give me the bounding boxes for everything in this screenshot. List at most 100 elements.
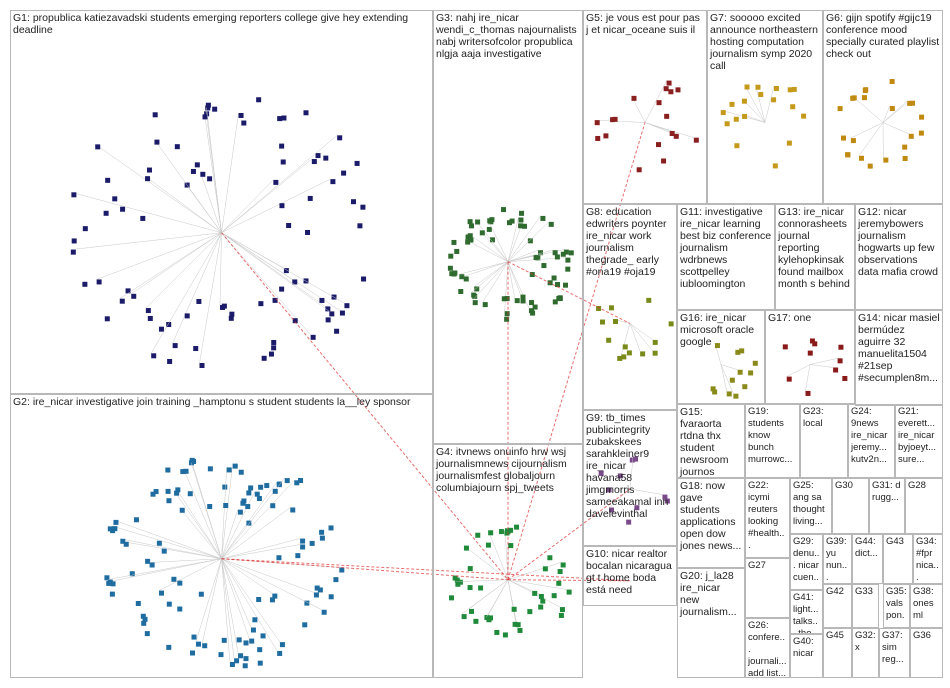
node <box>791 86 797 92</box>
node <box>202 114 208 120</box>
node <box>532 304 538 310</box>
node <box>485 542 491 548</box>
node <box>773 85 779 91</box>
node <box>172 343 178 349</box>
node <box>479 230 485 236</box>
edge <box>144 175 222 233</box>
node <box>190 168 196 174</box>
node <box>131 293 137 299</box>
node <box>742 384 748 390</box>
edge <box>471 261 509 293</box>
node <box>145 176 151 182</box>
node <box>177 606 183 612</box>
node <box>271 339 277 345</box>
group-g39: G39: yu nun... <box>823 534 852 584</box>
group-g7: G7: sooooo excited announce northeastern… <box>707 10 823 204</box>
edge <box>221 558 322 610</box>
edge <box>629 323 653 341</box>
node <box>360 204 366 210</box>
node <box>755 84 761 90</box>
node <box>482 302 488 308</box>
group-g5: G5: je vous est pour pas j et nicar_ocea… <box>583 10 707 204</box>
node <box>281 115 287 121</box>
edge <box>474 261 509 287</box>
edge <box>482 261 509 303</box>
node <box>563 282 569 288</box>
edge <box>467 233 509 262</box>
node <box>161 548 167 554</box>
group-label: G25: ang sa thought living... <box>793 480 825 527</box>
node <box>489 237 495 243</box>
node <box>260 633 266 639</box>
node <box>314 585 320 591</box>
edge <box>455 579 509 583</box>
node <box>269 597 275 603</box>
edge <box>221 558 273 594</box>
node <box>243 640 249 646</box>
node <box>861 95 867 101</box>
group-g11: G11: investigative ire_nicar learning be… <box>677 204 775 310</box>
node <box>742 113 748 119</box>
group-g10: G10: nicar realtor bocalan nicaragua gt … <box>583 546 677 606</box>
group-label: G45 <box>826 630 844 641</box>
node <box>621 354 627 360</box>
edge <box>158 558 222 591</box>
edge <box>507 223 523 262</box>
group-label: G16: ire_nicar microsoft oracle google <box>680 312 755 348</box>
node <box>907 100 913 106</box>
edge <box>221 507 291 559</box>
group-g28: G28 <box>905 478 943 534</box>
edge <box>463 545 509 580</box>
node <box>452 575 458 581</box>
edge <box>71 192 222 233</box>
node <box>606 487 612 493</box>
group-g30: G30 <box>832 478 869 534</box>
group-g33: G33 <box>852 584 879 628</box>
edge <box>720 364 727 392</box>
node <box>272 297 278 303</box>
node <box>626 350 632 356</box>
group-label: G14: nicar masiel bermúdez aguirre 32 ma… <box>858 312 940 384</box>
node <box>256 97 262 103</box>
node <box>557 296 563 302</box>
node <box>664 113 670 119</box>
node <box>284 478 290 484</box>
edge <box>507 215 541 262</box>
node <box>478 585 484 591</box>
edge <box>221 558 315 593</box>
node <box>668 321 674 327</box>
node <box>520 298 526 304</box>
node <box>609 507 615 513</box>
edge <box>221 544 301 559</box>
node <box>222 484 228 490</box>
node <box>147 315 153 321</box>
node <box>771 97 777 103</box>
node <box>805 390 811 396</box>
group-g9: G9: tb_times publicintegrity zubakskees … <box>583 410 677 546</box>
node <box>595 135 601 141</box>
node <box>532 590 538 596</box>
node <box>344 303 350 309</box>
edge <box>154 139 222 233</box>
node <box>807 350 813 356</box>
group-label: G32: x <box>855 630 876 653</box>
node <box>272 593 278 599</box>
node <box>112 196 118 202</box>
node <box>96 279 102 285</box>
node <box>279 286 285 292</box>
group-g20: G20: j_la28 ire_nicar new journalism... <box>677 568 745 678</box>
node <box>257 647 263 653</box>
inter-group-edge <box>507 488 631 581</box>
node <box>249 638 255 644</box>
node <box>123 541 129 547</box>
node <box>334 328 340 334</box>
node <box>110 581 116 587</box>
node <box>152 112 158 118</box>
edge <box>858 122 884 156</box>
node <box>238 112 244 118</box>
group-label: G41: light... talks... the... <box>793 592 820 634</box>
node <box>782 344 788 350</box>
node <box>146 167 152 173</box>
edge <box>809 364 834 368</box>
